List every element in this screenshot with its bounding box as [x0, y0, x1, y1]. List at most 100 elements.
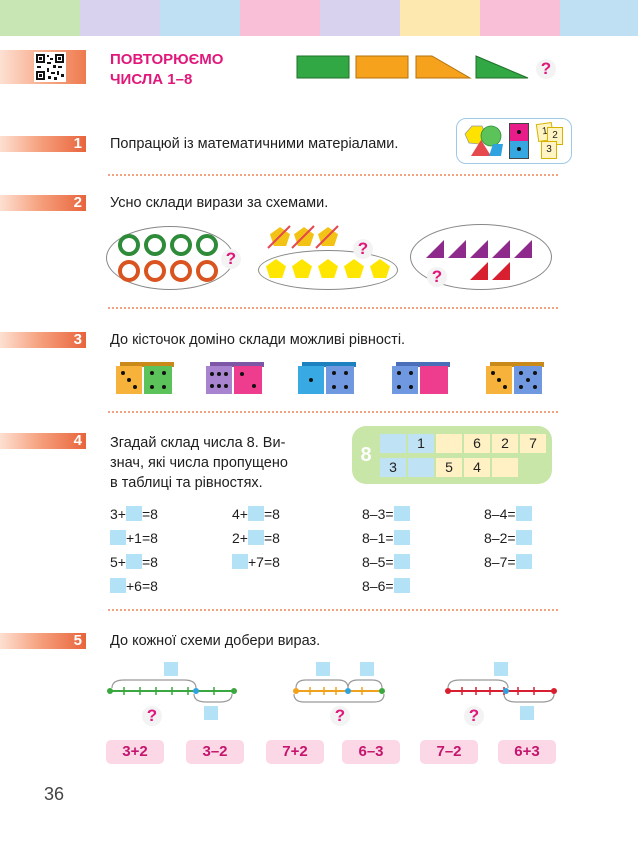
- green-triangle-shape: [475, 55, 529, 79]
- task-text-line: знач, які числа пропущено: [110, 455, 288, 471]
- section-number: 3: [73, 331, 82, 348]
- domino-piece: [206, 362, 266, 396]
- green-rectangle-shape: [296, 55, 350, 79]
- orange-ring: [118, 260, 140, 282]
- section-number: 5: [73, 632, 82, 649]
- equation: 2+=8: [232, 530, 280, 546]
- number-line-scheme: [107, 662, 237, 720]
- section-marker: 4: [0, 433, 86, 449]
- answer-box[interactable]: [393, 554, 410, 569]
- table-cell[interactable]: [380, 434, 406, 453]
- table-cell: 3: [380, 458, 406, 477]
- equation: +6=8: [110, 578, 158, 594]
- pentagon: [266, 259, 286, 278]
- orange-rectangle-shape: [355, 55, 409, 79]
- table-cell[interactable]: [436, 434, 462, 453]
- table-cell: 6: [464, 434, 490, 453]
- triangles-oval: [410, 224, 552, 290]
- expression-card[interactable]: 6–3: [342, 740, 400, 764]
- section-marker: 1: [0, 136, 86, 152]
- expression-card[interactable]: 7+2: [266, 740, 324, 764]
- divider: [108, 411, 558, 413]
- divider: [108, 609, 558, 611]
- answer-box[interactable]: [125, 554, 142, 569]
- divider: [108, 174, 558, 176]
- expression-card[interactable]: 7–2: [420, 740, 478, 764]
- equation: 8–3=: [362, 506, 410, 522]
- table-cell: 7: [520, 434, 546, 453]
- task-text: Усно склади вирази за схемами.: [110, 195, 329, 211]
- pentagons-oval: [258, 250, 398, 290]
- qr-code-icon[interactable]: [34, 52, 66, 82]
- task-text: Згадай склад числа 8. Ви- знач, які числ…: [110, 433, 288, 493]
- stripe-segment: [80, 0, 160, 36]
- math-materials-image: 1 2 3: [456, 118, 572, 164]
- pentagon: [344, 259, 364, 278]
- section-number: 2: [73, 194, 82, 211]
- page-title-line2: ЧИСЛА 1–8: [110, 71, 193, 88]
- divider: [108, 307, 558, 309]
- answer-box[interactable]: [515, 506, 532, 521]
- green-ring: [196, 234, 218, 256]
- answer-box[interactable]: [515, 554, 532, 569]
- table-cell[interactable]: [492, 458, 518, 477]
- task-text: Попрацюй із математичними матеріалами.: [110, 136, 399, 152]
- equation: 4+=8: [232, 506, 280, 522]
- answer-box[interactable]: [247, 530, 264, 545]
- answer-box[interactable]: [125, 506, 142, 521]
- task-text: До кісточок доміно склади можливі рівнос…: [110, 332, 406, 348]
- number-line-scheme: [293, 662, 385, 703]
- answer-box[interactable]: [110, 578, 126, 593]
- expression-card[interactable]: 6+3: [498, 740, 556, 764]
- stripe-segment: [320, 0, 400, 36]
- green-ring: [118, 234, 140, 256]
- table-cell[interactable]: [408, 458, 434, 477]
- task-text: До кожної схеми добери вираз.: [110, 633, 321, 649]
- page-number: 36: [44, 784, 65, 804]
- orange-ring: [170, 260, 192, 282]
- expression-card[interactable]: 3+2: [106, 740, 164, 764]
- domino-piece: [486, 362, 546, 396]
- table-cell: 2: [492, 434, 518, 453]
- section-marker: 2: [0, 195, 86, 211]
- pentagon: [370, 259, 390, 278]
- domino-piece: [116, 362, 176, 396]
- answer-box[interactable]: [110, 530, 126, 545]
- pentagon: [318, 259, 338, 278]
- answer-box[interactable]: [393, 506, 410, 521]
- page-title-line1: ПОВТОРЮЄМО: [110, 51, 224, 68]
- answer-box[interactable]: [393, 530, 410, 545]
- equation: 8–5=: [362, 554, 410, 570]
- stripe-segment: [560, 0, 638, 36]
- section-number: 4: [73, 432, 82, 449]
- pentagon: [292, 259, 312, 278]
- question-mark-icon: ?: [427, 267, 447, 287]
- green-ring: [144, 234, 166, 256]
- question-mark-icon: ?: [142, 706, 162, 726]
- answer-box[interactable]: [247, 506, 264, 521]
- composition-table: 8 1 6 2 7 3 5 4: [352, 426, 552, 484]
- answer-box[interactable]: [232, 554, 248, 569]
- table-number: 8: [360, 444, 372, 466]
- answer-box[interactable]: [393, 578, 410, 593]
- green-ring: [170, 234, 192, 256]
- expression-card[interactable]: 3–2: [186, 740, 244, 764]
- domino-tile-icon: [509, 123, 529, 159]
- geometric-shapes-icon: [464, 125, 503, 156]
- table-cell: 5: [436, 458, 462, 477]
- table-cell: 4: [464, 458, 490, 477]
- stripe-segment: [480, 0, 560, 36]
- question-mark-icon: ?: [221, 249, 241, 269]
- equation: +1=8: [110, 530, 158, 546]
- question-mark-icon: ?: [330, 706, 350, 726]
- domino-piece: [298, 362, 358, 396]
- task-text-line: Згадай склад числа 8. Ви-: [110, 435, 286, 451]
- answer-box[interactable]: [515, 530, 532, 545]
- table-cell: 1: [408, 434, 434, 453]
- section-number: 1: [73, 135, 82, 152]
- strike-lines: [267, 225, 339, 249]
- equation: 3+=8: [110, 506, 158, 522]
- orange-trapezoid-shape: [415, 55, 472, 79]
- stripe-segment: [400, 0, 480, 36]
- equation: 8–4=: [484, 506, 532, 522]
